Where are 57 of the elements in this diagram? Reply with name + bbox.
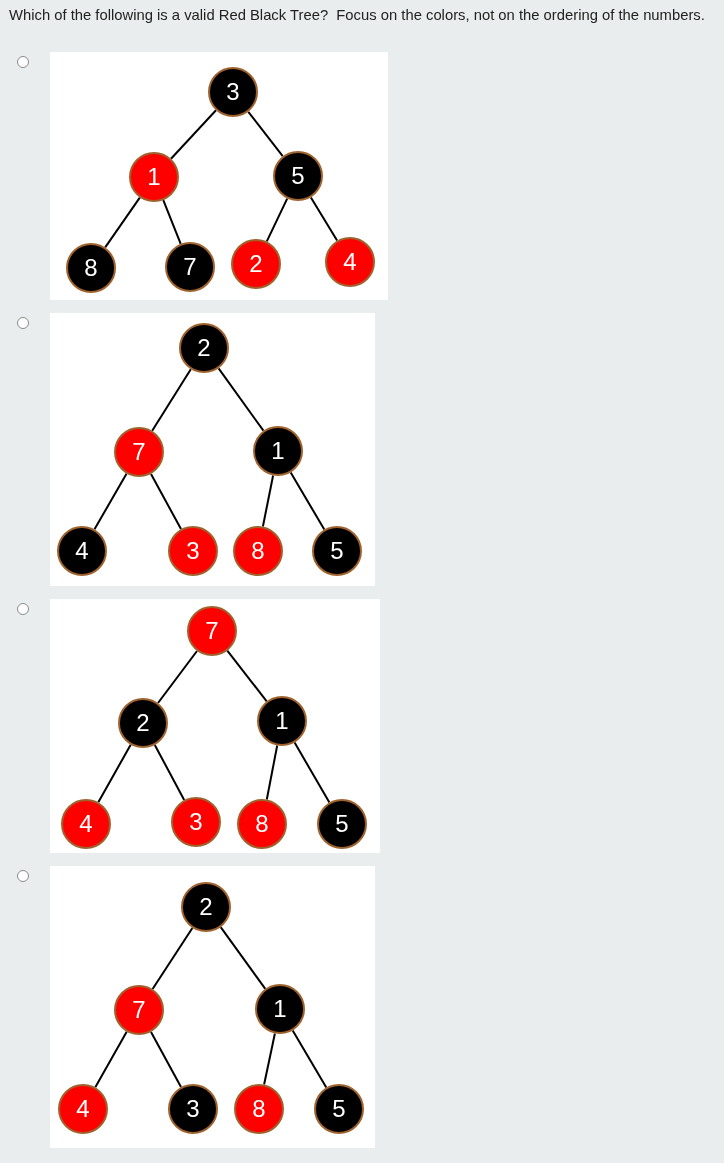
tree-edge-line	[265, 744, 279, 801]
tree-node: 4	[61, 799, 111, 849]
tree-node: 8	[237, 799, 287, 849]
tree-edge-line	[247, 110, 284, 158]
tree-edge-line	[170, 109, 217, 160]
tree-node: 4	[325, 237, 375, 287]
tree-panel	[50, 599, 380, 853]
tree-node: 3	[208, 67, 258, 117]
tree-node: 7	[187, 606, 237, 656]
tree-panel	[50, 52, 388, 300]
tree-node: 7	[165, 242, 215, 292]
tree-node: 2	[231, 239, 281, 289]
tree-edge-line	[291, 1029, 328, 1089]
tree-node: 8	[66, 243, 116, 293]
tree-edge-line	[309, 196, 339, 242]
tree-node: 8	[233, 526, 283, 576]
tree-node: 1	[253, 426, 303, 476]
tree-node: 7	[114, 985, 164, 1035]
tree-edge-line	[151, 368, 192, 432]
tree-node: 5	[314, 1084, 364, 1134]
tree-node: 2	[181, 882, 231, 932]
tree-node: 3	[171, 797, 221, 847]
tree-node: 3	[168, 1084, 218, 1134]
tree-edge-line	[97, 743, 132, 804]
tree-edge-line	[153, 744, 186, 801]
tree-edge-line	[289, 471, 326, 531]
question-text: Which of the following is a valid Red Black Tree? Focus on the colors, not on the ordering of the numbers.	[9, 6, 705, 24]
tree-edge-line	[226, 649, 268, 703]
tree-panel	[50, 313, 375, 586]
tree-edge-line	[157, 650, 198, 704]
tree-edge-line	[293, 741, 331, 804]
tree-edge-line	[104, 196, 141, 249]
tree-edge-line	[94, 1030, 128, 1089]
tree-edge-line	[162, 199, 182, 245]
tree-node: 1	[257, 696, 307, 746]
tree-edge-line	[93, 472, 128, 531]
tree-node: 1	[129, 152, 179, 202]
tree-edge-line	[150, 1030, 182, 1089]
tree-panel	[50, 866, 375, 1148]
tree-edge-line	[150, 472, 182, 531]
tree-edge-line	[217, 367, 265, 432]
tree-node: 8	[234, 1084, 284, 1134]
tree-node: 2	[118, 698, 168, 748]
tree-edge-line	[261, 474, 275, 528]
tree-node: 1	[255, 984, 305, 1034]
tree-edge-line	[265, 197, 289, 243]
tree-node: 3	[168, 526, 218, 576]
tree-node: 4	[58, 1084, 108, 1134]
tree-node: 2	[179, 323, 229, 373]
tree-edge-line	[151, 927, 194, 990]
tree-node: 7	[114, 427, 164, 477]
tree-node: 5	[317, 799, 367, 849]
tree-node: 5	[273, 151, 323, 201]
tree-node: 5	[312, 526, 362, 576]
tree-edge-line	[263, 1032, 276, 1086]
tree-node: 4	[57, 526, 107, 576]
tree-edge-line	[219, 926, 267, 990]
